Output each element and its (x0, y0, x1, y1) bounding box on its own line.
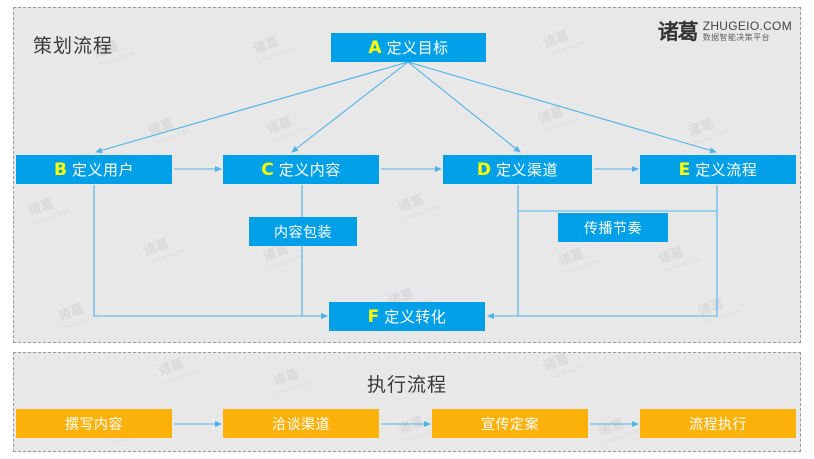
node-label: 定义目标 (386, 39, 449, 57)
node-label: 定义流程 (695, 161, 758, 179)
node-tag-d: D (476, 159, 492, 180)
planning-node-spread-rhythm[interactable]: 传播节奏 (558, 213, 668, 242)
node-tag-f: F (367, 306, 380, 327)
node-label: 定义转化 (384, 308, 447, 326)
planning-section-title: 策划流程 (33, 35, 114, 57)
logo-domain: ZHUGEIO.COM (702, 19, 792, 33)
node-label: 内容包装 (274, 224, 332, 241)
planning-node-content-packaging[interactable]: 内容包装 (249, 217, 357, 246)
logo-wordmark: ZHUGEIO.COM 数据智能决策平台 (703, 20, 792, 43)
node-label: 传播节奏 (584, 220, 642, 237)
node-label: 定义用户 (71, 161, 134, 179)
execution-section-title: 执行流程 (366, 374, 447, 396)
node-label: 撰写内容 (65, 416, 123, 433)
node-label: 流程执行 (689, 416, 747, 433)
node-tag-c: C (261, 159, 274, 180)
node-label: 宣传定案 (481, 416, 539, 433)
execution-node-process-exec[interactable]: 流程执行 (640, 409, 796, 438)
node-label: 定义内容 (278, 161, 341, 179)
node-label: 洽谈渠道 (272, 416, 330, 433)
logo-mark: 诸葛 (657, 19, 699, 44)
node-tag-b: B (54, 159, 67, 180)
execution-node-negotiate-channel[interactable]: 洽谈渠道 (223, 409, 379, 438)
execution-node-write-content[interactable]: 撰写内容 (16, 409, 172, 438)
node-tag-e: E (678, 159, 691, 180)
zhugeio-logo: 诸葛 ZHUGEIO.COM 数据智能决策平台 (658, 20, 792, 43)
node-label: 定义渠道 (496, 161, 559, 179)
logo-tagline: 数据智能决策平台 (702, 33, 770, 42)
execution-node-promo-proposal[interactable]: 宣传定案 (432, 409, 588, 438)
node-tag-a: A (368, 37, 382, 58)
